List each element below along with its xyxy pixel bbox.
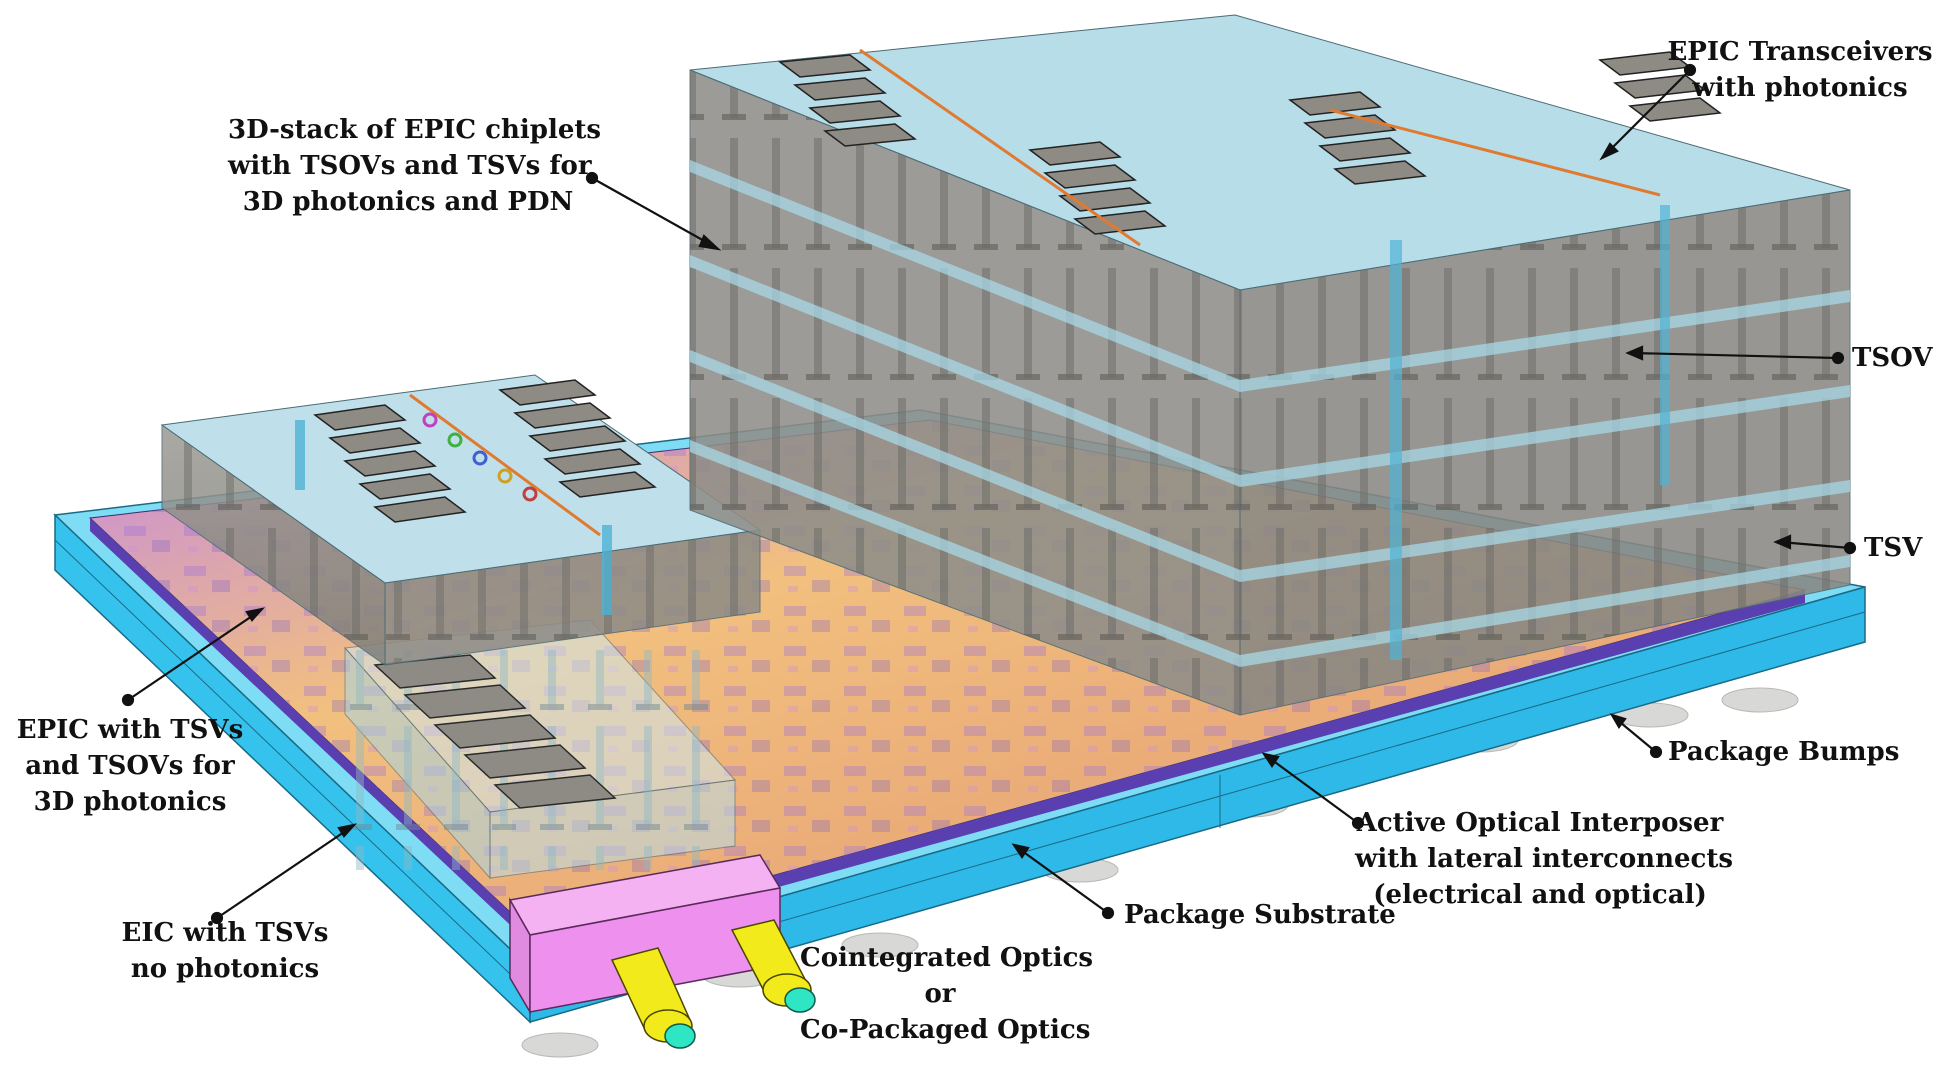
callout-lines (121, 63, 1857, 925)
label-3d-stack-line-2: with TSOVs and TSVs for (228, 151, 592, 181)
label-3d-stack-line-3: 3D photonics and PDN (242, 187, 574, 217)
label-eic-line-1: EIC with TSVs (121, 918, 329, 948)
label-epic: EPIC with TSVs and TSOVs for 3D photonic… (10, 712, 250, 820)
leader-tsv (1773, 534, 1857, 555)
label-epic-line-3: 3D photonics (33, 787, 227, 817)
leader-epic (121, 607, 266, 707)
label-eic: EIC with TSVs no photonics (110, 915, 340, 987)
label-transceivers-line-1: EPIC Transceivers (1667, 37, 1933, 67)
leader-3d-stack (585, 171, 722, 251)
fiber-1-graphic (610, 947, 696, 1049)
epic-3d-stack-graphic (689, 14, 1851, 716)
label-3d-stack-line-1: 3D-stack of EPIC chiplets (228, 115, 602, 145)
label-optics: Cointegrated Optics or Co-Packaged Optic… (800, 940, 1094, 1048)
eic-chiplet-graphic (343, 619, 737, 880)
label-transceivers: EPIC Transceivers with photonics (1660, 34, 1940, 106)
label-optics-line-1: Cointegrated Optics (800, 943, 1094, 973)
label-transceivers-line-2: with photonics (1692, 73, 1908, 103)
leader-eic (210, 823, 358, 925)
label-eic-line-2: no photonics (130, 954, 320, 984)
label-interposer-line-2: with lateral interconnects (1355, 844, 1734, 874)
leader-interposer (1261, 752, 1365, 830)
label-tsov: TSOV (1852, 343, 1933, 373)
leader-tsov (1625, 345, 1845, 365)
label-epic-line-2: and TSOVs for (25, 751, 235, 781)
leader-package-bumps (1609, 713, 1663, 759)
cointegrated-optics-graphic (508, 854, 816, 1049)
label-optics-line-2: or (924, 979, 956, 1009)
label-tsv: TSV (1864, 533, 1923, 563)
label-interposer-line-3: (electrical and optical) (1373, 880, 1707, 910)
label-optics-line-3: Co-Packaged Optics (800, 1015, 1091, 1045)
label-package-bumps: Package Bumps (1668, 737, 1900, 767)
label-interposer-line-1: Active Optical Interposer (1356, 808, 1724, 838)
leader-substrate (1011, 843, 1115, 920)
epic-chiplet-graphic (160, 374, 762, 666)
leader-transceivers (1599, 63, 1697, 161)
fiber-2-graphic (730, 919, 816, 1013)
label-epic-line-1: EPIC with TSVs (16, 715, 244, 745)
label-interposer: Active Optical Interposer with lateral i… (1355, 805, 1734, 913)
label-3d-stack: 3D-stack of EPIC chiplets with TSOVs and… (228, 112, 602, 220)
label-substrate: Package Substrate (1124, 900, 1396, 930)
